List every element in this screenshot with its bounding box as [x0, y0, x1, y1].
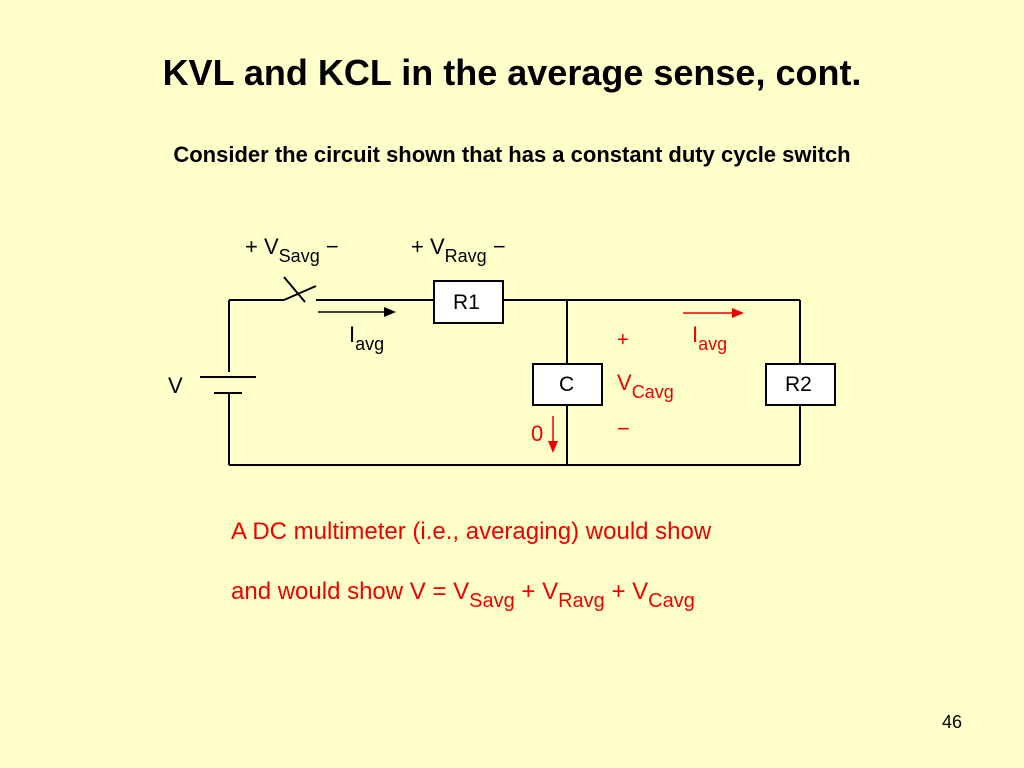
c-label: C [559, 373, 575, 396]
source-label: V [168, 373, 183, 398]
note-line-2-sub1: Savg [469, 590, 515, 612]
note-line-2-mid2: + V [604, 578, 649, 605]
iavg-right-sub: avg [698, 334, 728, 354]
slide-title: KVL and KCL in the average sense, cont. [162, 52, 862, 93]
note-line-2-sub3: Cavg [648, 590, 695, 612]
r1-label: R1 [453, 291, 480, 314]
vravg-label: + VRavg − [411, 234, 506, 266]
iavg-right-arrow [683, 308, 744, 318]
vsavg-label: + VSavg − [245, 234, 339, 266]
vravg-plus: + [411, 234, 424, 259]
iavg-right-main: I [692, 322, 699, 347]
r2-box [765, 363, 836, 406]
slide-subtitle: Consider the circuit shown that has a co… [173, 142, 851, 167]
note-line-2-prefix: and would show V = V [231, 578, 470, 605]
vcavg-sub: Cavg [631, 382, 674, 402]
vsavg-main: V [263, 234, 279, 259]
iavg-left-main: I [349, 322, 356, 347]
iavg-left-arrow [318, 307, 396, 317]
vsavg-plus: + [245, 234, 258, 259]
switch-blade [283, 285, 317, 301]
note-line-2: and would show V = VSavg + VRavg + VCavg [231, 578, 695, 612]
slide-number: 46 [941, 712, 962, 732]
vcavg-plus: + [617, 329, 629, 351]
note-line-2-mid1: + V [514, 578, 559, 605]
iavg-left-label: Iavg [349, 322, 384, 354]
vravg-sub: Ravg [444, 246, 487, 266]
note-line-1: A DC multimeter (i.e., averaging) would … [231, 518, 712, 545]
c-box [532, 363, 603, 406]
vcavg-label: VCavg [617, 370, 674, 402]
note-line-2-sub2: Ravg [558, 590, 605, 612]
iavg-right-label: Iavg [692, 322, 727, 354]
r1-box [433, 280, 504, 324]
iavg-left-sub: avg [355, 334, 385, 354]
cap-current-label: 0 [531, 421, 544, 446]
vcavg-minus: − [617, 416, 630, 441]
r2-label: R2 [785, 373, 812, 396]
vravg-main: V [429, 234, 445, 259]
circuit-wires [200, 276, 801, 466]
vsavg-sub: Savg [278, 246, 320, 266]
switch-slash [283, 276, 306, 303]
vsavg-minus: − [325, 234, 339, 259]
vravg-minus: − [492, 234, 506, 259]
vcavg-main: V [617, 370, 632, 395]
cap-current-arrow [548, 416, 558, 453]
